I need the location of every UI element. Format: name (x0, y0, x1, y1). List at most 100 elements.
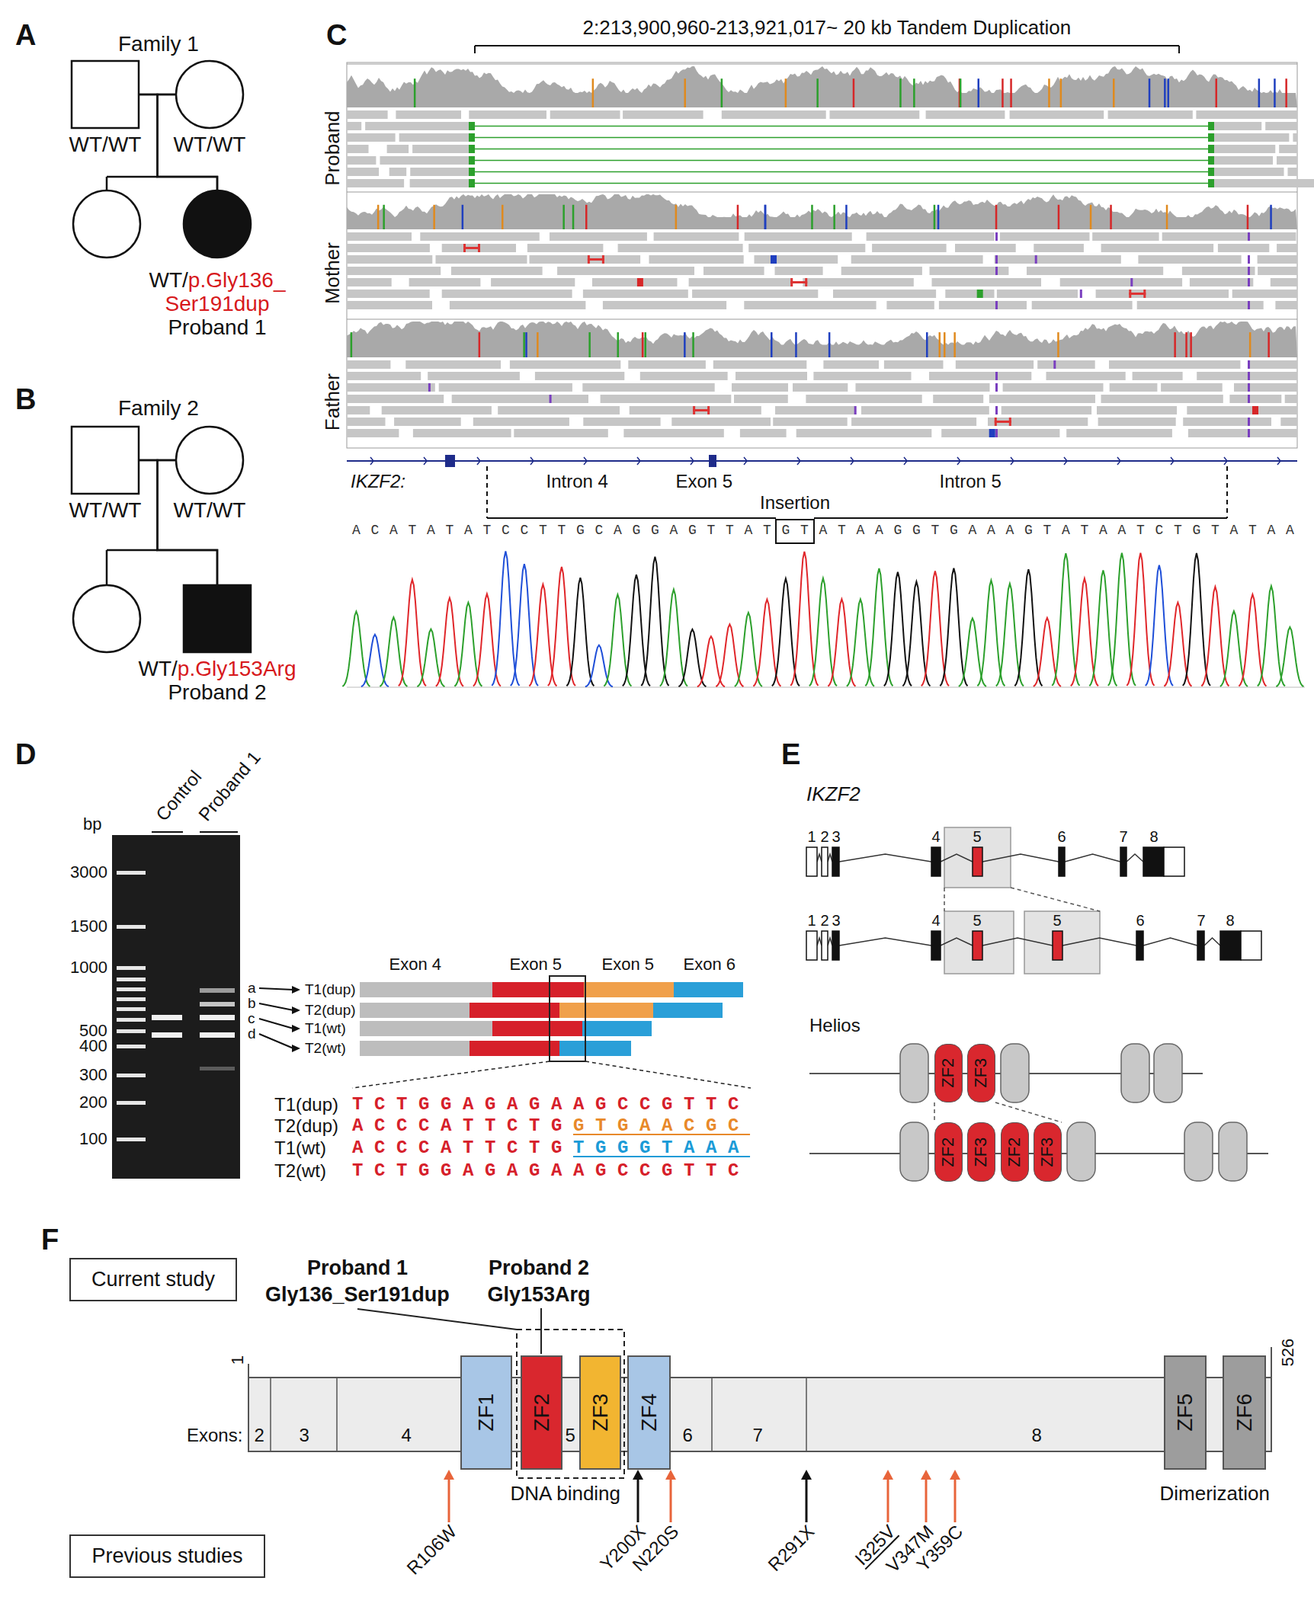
sequence-text: GTGAACGC (573, 1115, 750, 1138)
insertion-mark (1247, 360, 1250, 369)
exon-block (1220, 931, 1241, 961)
exon-block (1197, 931, 1205, 961)
insertion-mark (1247, 278, 1250, 287)
mismatch-mark (1173, 332, 1177, 358)
exon-block (832, 931, 840, 961)
aligned-read (549, 232, 648, 241)
text-label: Insertion (759, 492, 831, 515)
mismatch-mark (382, 205, 385, 230)
exon-number: 5 (1053, 911, 1062, 930)
discordant-pair (994, 420, 1012, 424)
strand-chevron (637, 457, 641, 465)
variant-arrow-head (920, 1470, 932, 1481)
aligned-read (775, 406, 856, 415)
strand-chevron (903, 457, 907, 465)
gel-band (199, 1067, 235, 1071)
variant-arrow-head (665, 1470, 677, 1481)
aligned-read (743, 301, 876, 310)
exon-number: 8 (1226, 911, 1235, 930)
aligned-read (929, 371, 1032, 381)
chromatogram-peak (1145, 565, 1173, 687)
discordant-pair (707, 406, 710, 415)
discordant-pair (1143, 289, 1146, 299)
aligned-read (941, 429, 1060, 438)
aligned-read (823, 360, 879, 369)
split-read-link (474, 137, 1209, 139)
mismatch-mark (959, 78, 962, 108)
insertion-mark (995, 266, 998, 276)
mismatch-mark (1163, 78, 1167, 108)
pedigree-member: WT/WT (160, 425, 260, 523)
text-label: bp (83, 814, 102, 835)
chromatogram-peak (1201, 586, 1229, 686)
split-read-end (468, 179, 475, 188)
exon-number: 7 (1119, 827, 1129, 847)
aligned-read (955, 243, 1016, 253)
aligned-read (1233, 383, 1298, 392)
aligned-read (395, 110, 462, 119)
gel-band (151, 1015, 183, 1021)
insertion-mark (995, 406, 998, 415)
genotype-line: WT/p.Gly153Arg (121, 657, 313, 681)
aligned-read (550, 110, 621, 119)
domain-label: ZF1 (473, 1394, 500, 1433)
aligned-read (932, 394, 984, 404)
strand-chevron (1010, 457, 1014, 465)
aligned-read (346, 383, 436, 392)
discordant-pair (602, 255, 605, 264)
aligned-read (733, 394, 789, 404)
aligned-read (775, 266, 824, 276)
zinc-finger-other (1121, 1044, 1150, 1103)
band-letter: d (247, 1025, 257, 1044)
mismatch-mark (953, 332, 956, 358)
exon-block (821, 931, 828, 961)
exon-label: Exon 5 (509, 955, 563, 975)
ladder-band (116, 1044, 146, 1049)
split-read (410, 179, 475, 188)
discordant-pair (477, 243, 481, 253)
pedigree-circle (183, 190, 251, 258)
gel-band (151, 1032, 183, 1039)
gel-band (199, 1015, 235, 1021)
exon-block (821, 847, 828, 877)
duplication-outline (516, 1330, 625, 1479)
aligned-read (346, 394, 444, 404)
intron-line (827, 854, 833, 863)
transcript-segment (582, 1021, 652, 1037)
exon-number: 4 (932, 911, 941, 930)
panel-letter: A (15, 18, 36, 54)
aligned-read (1229, 394, 1282, 404)
sequence-text: TCTGGAGAGAAGCCGTTC (352, 1094, 750, 1117)
transcript-segment (559, 1003, 654, 1019)
aligned-read (529, 255, 641, 264)
pedigree-symbol (174, 425, 245, 496)
split-read (1208, 156, 1273, 165)
zinc-finger-domain: ZF2 (934, 1044, 963, 1103)
variant-arrow (805, 1477, 808, 1523)
mismatch-mark (1252, 406, 1259, 415)
transcript-segment (492, 1021, 583, 1037)
zinc-finger-domain: ZF3 (579, 1355, 622, 1471)
aligned-read (346, 417, 386, 427)
mismatch-mark (350, 332, 353, 358)
pedigree-symbol (70, 59, 141, 130)
intron-line (1204, 938, 1221, 946)
aligned-read (748, 243, 866, 253)
residue-number: 526 (1278, 1339, 1298, 1368)
aligned-read (409, 278, 481, 287)
aligned-read (813, 371, 911, 381)
text-label: Family 2 (118, 395, 199, 422)
aligned-read (346, 289, 430, 299)
aligned-read (1186, 406, 1298, 415)
zoom-guide (486, 466, 488, 519)
exon-block (931, 931, 941, 961)
aligned-read (1098, 417, 1177, 427)
exon-block (972, 931, 983, 961)
split-read-end (468, 144, 475, 154)
insertion-mark (1247, 232, 1250, 241)
aligned-read (346, 371, 421, 381)
exon-label: Exon 6 (683, 955, 737, 975)
domain-label: ZF4 (636, 1394, 663, 1433)
variant-arrow-head (949, 1470, 961, 1481)
aligned-read (583, 289, 689, 299)
